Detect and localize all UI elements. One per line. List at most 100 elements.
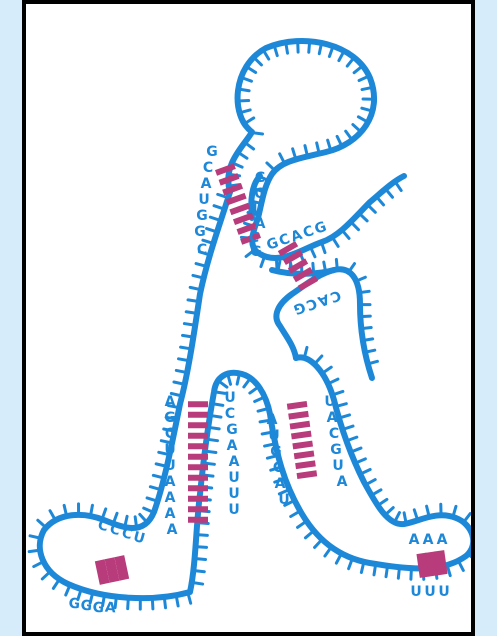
base-letter: A [165, 394, 176, 410]
base-letter: A [201, 176, 212, 192]
base-pair-stack [287, 401, 317, 479]
base-letter: A [409, 532, 420, 548]
backbone-tick [181, 347, 192, 349]
base-letter: U [198, 192, 209, 208]
base-letter: U [164, 442, 175, 458]
base-letter: A [437, 532, 448, 548]
backbone-tick [336, 259, 337, 269]
base-letter: A [267, 412, 278, 428]
base-letter: C [203, 160, 213, 176]
base-letter: U [278, 492, 289, 508]
backbone-tick [205, 451, 216, 452]
base-pair-bar [291, 431, 312, 440]
backbone-tick [276, 258, 277, 269]
base-letter: A [165, 474, 176, 490]
backbone-tick [197, 523, 208, 524]
backbone-tick [314, 356, 321, 364]
base-letter: A [423, 532, 434, 548]
backbone-tick [305, 531, 313, 538]
backbone-tick [361, 328, 371, 329]
base-pair-bar [188, 496, 208, 502]
diagram-panel: GCAUGGCCGUACGGCACGGCACAGCUUAAAAUCGAAUUUA… [22, 0, 475, 636]
base-pair-bar [188, 506, 208, 512]
base-letter: G [194, 224, 206, 240]
rna-backbone-ticks [29, 41, 471, 609]
backbone-tick [286, 42, 288, 53]
base-letter: U [228, 502, 239, 518]
backbone-tick [208, 427, 219, 429]
backbone-tick [315, 539, 322, 547]
backbone-tick [363, 339, 373, 341]
base-pair-bar [188, 454, 208, 460]
base-pair-bar [288, 411, 309, 420]
base-pair-bar [188, 422, 208, 428]
base-letter: G [92, 600, 105, 617]
base-letter: U [228, 486, 239, 502]
backbone-tick [193, 570, 204, 571]
backbone-tick [267, 163, 275, 171]
backbone-tick [128, 598, 129, 609]
base-pair-stack [95, 555, 129, 585]
backbone-tick [347, 57, 354, 66]
backbone-tick [360, 316, 370, 317]
rna-figure-diagram: GCAUGGCCGUACGGCACGGCACAGCUUAAAAUCGAAUUUA… [26, 4, 471, 632]
base-letter: A [275, 476, 286, 492]
base-pair-bar [290, 421, 311, 430]
backbone-tick [196, 535, 207, 536]
base-letter: G [250, 244, 262, 260]
backbone-tick [309, 41, 310, 52]
backbone-tick [374, 564, 376, 575]
backbone-tick [196, 547, 207, 548]
backbone-tick [354, 66, 363, 73]
base-pair-bar [292, 441, 313, 450]
backbone-tick [203, 463, 214, 464]
backbone-tick [192, 582, 203, 584]
base-letter: C [225, 406, 235, 422]
base-pair-bar [294, 450, 315, 459]
backbone-tick [404, 513, 406, 524]
backbone-tick [212, 404, 223, 406]
base-letter: U [410, 584, 421, 600]
backbone-tick [365, 350, 375, 352]
base-letter: A [227, 438, 238, 454]
backbone-tick [210, 415, 221, 417]
backbone-tick [214, 392, 225, 394]
backbone-tick [179, 359, 190, 361]
backbone-tick [328, 379, 338, 384]
backbone-tick [351, 222, 359, 230]
backbone-tick [359, 213, 367, 221]
base-letter: U [268, 428, 279, 444]
base-letter: C [255, 170, 265, 186]
base-letter: U [332, 458, 343, 474]
base-letter: A [165, 506, 176, 522]
backbone-tick [135, 517, 136, 528]
backbone-tick [176, 370, 187, 372]
backbone-tick [386, 566, 388, 577]
base-letter: U [438, 584, 449, 600]
backbone-tick [324, 262, 326, 272]
base-letter: G [270, 444, 282, 460]
backbone-tick [195, 559, 206, 560]
base-pair-bar [188, 443, 208, 449]
backbone-tick [245, 142, 254, 149]
base-letter: U [224, 390, 235, 406]
backbone-tick [376, 197, 383, 205]
backbone-tick [184, 324, 195, 326]
base-letter: G [80, 598, 93, 615]
backbone-tick [278, 262, 280, 272]
backbone-tick [385, 508, 393, 515]
backbone-tick [398, 567, 399, 578]
base-letter: C [197, 242, 207, 258]
base-letter: A [337, 474, 348, 490]
base-pair-bar [188, 464, 208, 470]
backbone-tick [342, 230, 349, 238]
backbone-tick [176, 595, 178, 606]
base-pair-bar [188, 401, 208, 407]
base-pair-bar [297, 470, 318, 479]
base-pair-bar [188, 517, 208, 523]
backbone-tick [152, 598, 153, 609]
backbone-tick [183, 335, 194, 337]
backbone-tick [238, 89, 249, 91]
backbone-tick [359, 291, 369, 292]
base-letter: A [167, 522, 178, 538]
